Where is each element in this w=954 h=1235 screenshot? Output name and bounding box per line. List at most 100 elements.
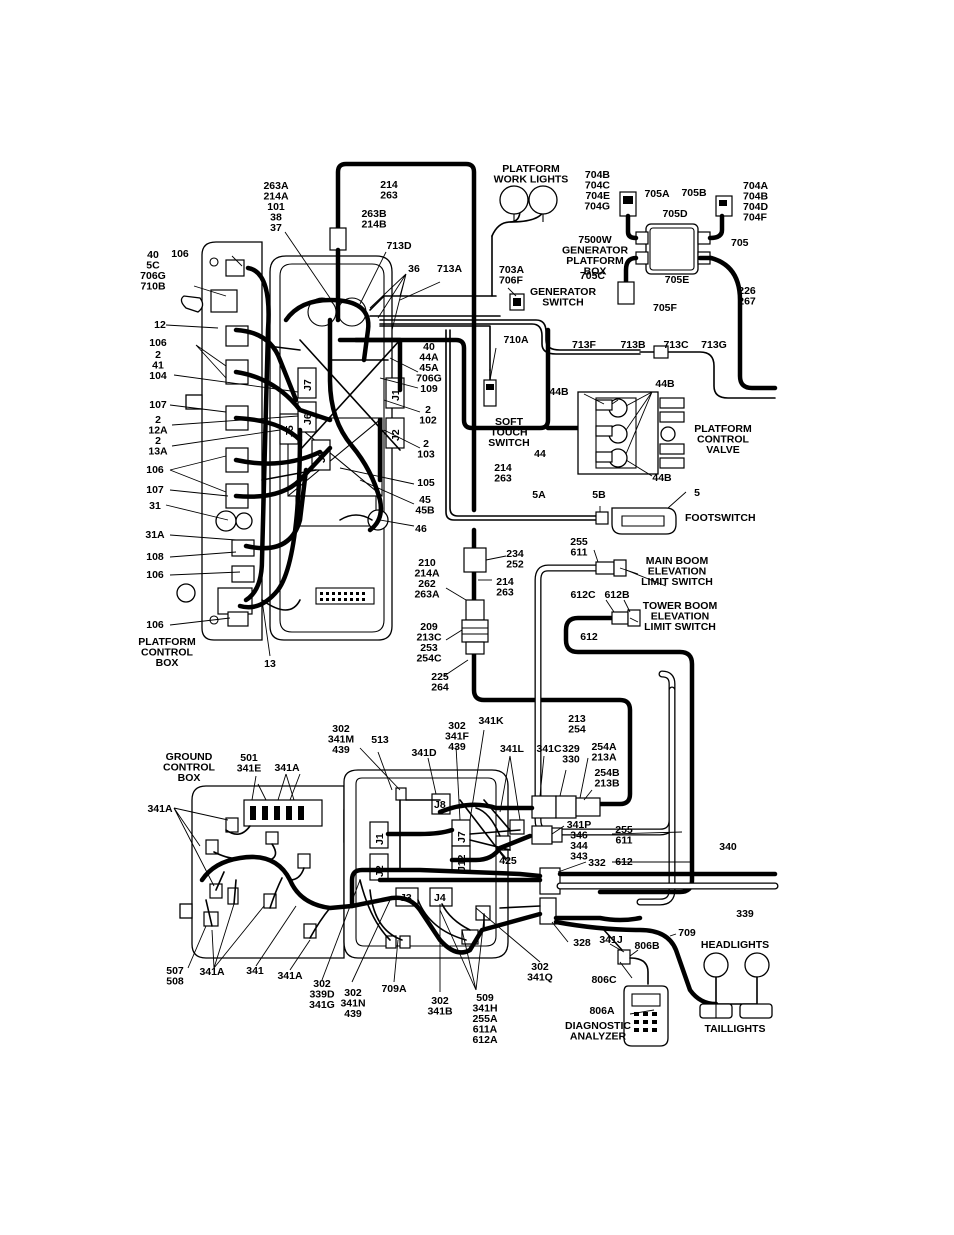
headlights	[703, 952, 770, 1005]
j6-top-label: J6	[302, 413, 314, 425]
label-w36: 36	[408, 263, 420, 275]
platform-control-box: J7 J6 J5 J8 J1 J2	[176, 241, 405, 641]
label-w341a-bot2: 341A	[277, 970, 303, 982]
connector-j7-top	[297, 367, 317, 399]
label-w341: 341	[246, 965, 264, 977]
label-w806c: 806C	[591, 974, 617, 986]
label-w705d: 705D	[662, 208, 688, 220]
label-w806a: 806A	[589, 1005, 615, 1017]
label-w44: 44	[534, 448, 546, 460]
soft-touch-switch	[483, 369, 497, 407]
connector-341c	[531, 795, 557, 819]
j8-bottom-label: J8	[434, 799, 446, 811]
label-w705e: 705E	[665, 274, 690, 286]
label-w107-b: 107	[146, 484, 164, 496]
label-w713f: 713F	[572, 339, 597, 351]
label-w340: 340	[719, 841, 737, 853]
j1-bottom-label: J1	[374, 833, 386, 845]
label-w513: 513	[371, 734, 389, 746]
j7-top-label: J7	[302, 379, 314, 391]
connector-234	[463, 547, 487, 573]
label-w44b-a: 44B	[549, 386, 569, 398]
label-w12: 12	[154, 319, 166, 331]
connector-263b	[329, 227, 347, 251]
label-w341l: 341L	[500, 743, 525, 755]
leader-lines	[165, 231, 692, 1015]
label-w612-bot: 612	[615, 856, 633, 868]
label-w713g: 713G	[701, 339, 727, 351]
label-w709a: 709A	[381, 983, 407, 995]
platform-work-lights	[499, 185, 558, 222]
j1-top-label: J1	[390, 389, 402, 401]
generator-switch	[509, 293, 525, 311]
label-w44b-c: 44B	[652, 472, 672, 484]
label-w109: 109	[420, 383, 438, 395]
connector-209	[461, 619, 489, 643]
connector-713b	[653, 345, 669, 359]
label-w341d: 341D	[411, 747, 437, 759]
label-w106-e: 106	[146, 619, 164, 631]
label-w339: 339	[736, 908, 754, 920]
platform-control-valve	[577, 391, 685, 475]
footswitch	[595, 507, 677, 535]
label-w709: 709	[678, 927, 696, 939]
label-w713b: 713B	[620, 339, 646, 351]
label-w705: 705	[731, 237, 749, 249]
label-w44b-b: 44B	[655, 378, 675, 390]
label-w13: 13	[264, 658, 276, 670]
mid-cable	[461, 527, 633, 807]
j7-bottom-label: J7	[456, 831, 468, 843]
label-w341a-bot1: 341A	[199, 966, 225, 978]
label-w105: 105	[417, 477, 435, 489]
label-w5: 5	[694, 487, 700, 499]
label-w5a: 5A	[532, 489, 546, 501]
platform-internal-harness	[233, 265, 403, 611]
label-w705b: 705B	[681, 187, 707, 199]
label-w106-c: 106	[146, 464, 164, 476]
label-w713a: 713A	[437, 263, 463, 275]
label-w106-d: 106	[146, 569, 164, 581]
label-w341c: 341C	[536, 743, 562, 755]
label-w341j: 341J	[599, 934, 623, 946]
label-w705a: 705A	[644, 188, 670, 200]
label-w108: 108	[146, 551, 164, 563]
label-w341a-left: 341A	[147, 803, 173, 815]
label-w5b: 5B	[592, 489, 606, 501]
connector-j4-bottom	[429, 887, 453, 907]
label-taillights: TAILLIGHTS	[704, 1023, 765, 1035]
label-w332: 332	[588, 857, 606, 869]
label-w612c: 612C	[570, 589, 596, 601]
